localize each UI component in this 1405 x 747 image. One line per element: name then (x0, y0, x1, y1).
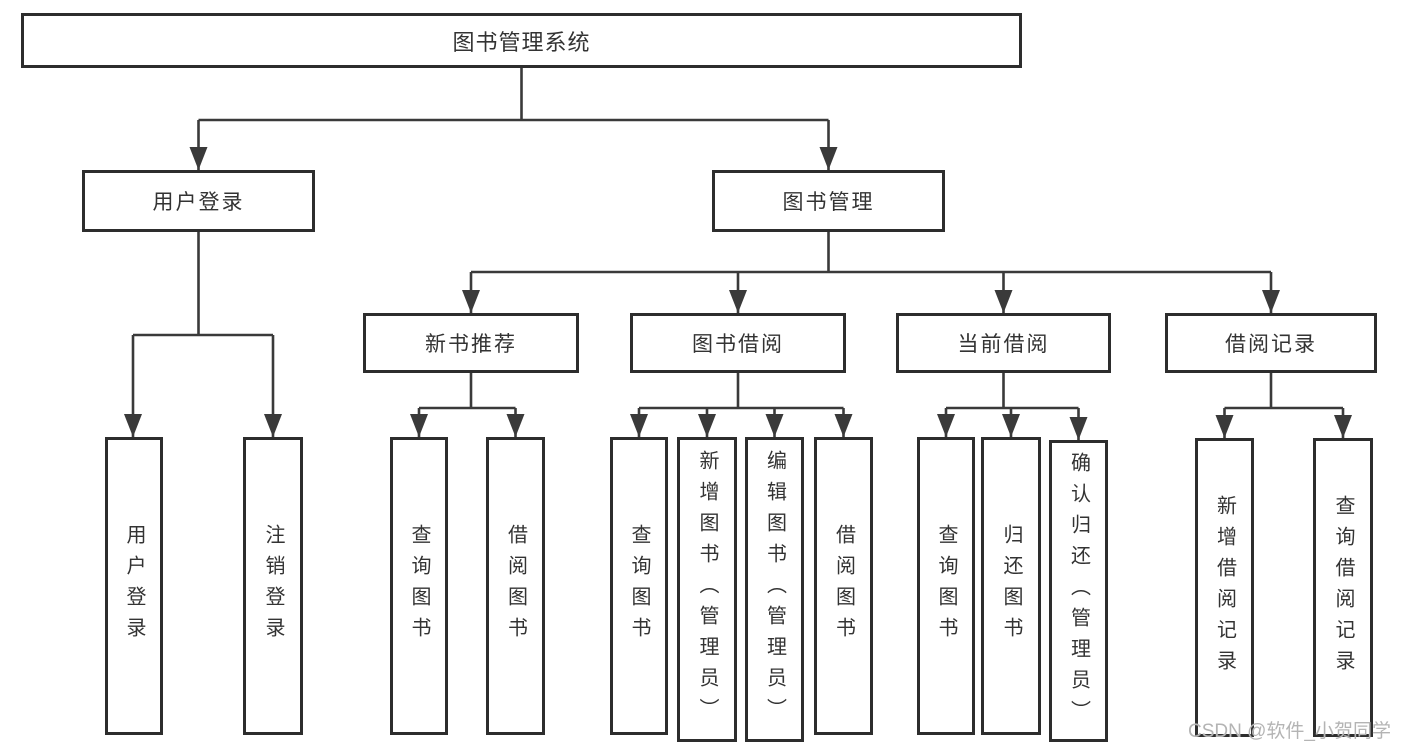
connector-book-borrow-children (630, 373, 853, 437)
leaf-user-login: 用户登录 (105, 437, 163, 735)
node-user-login: 用户登录 (82, 170, 315, 232)
leaf-borrow-books-2-label: 借阅图书 (832, 524, 855, 648)
node-book-borrowing: 图书借阅 (630, 313, 846, 373)
connector-borrow-records-children (1215, 373, 1352, 438)
connector-user-login-children (124, 232, 282, 437)
leaf-confirm-return-admin-label: 确认归还（管理员） (1067, 451, 1090, 731)
node-library-management-system: 图书管理系统 (21, 13, 1022, 68)
leaf-logout: 注销登录 (243, 437, 303, 735)
leaf-borrow-books-1: 借阅图书 (486, 437, 545, 735)
node-book-management-label: 图书管理 (782, 191, 875, 214)
leaf-query-books-2-label: 查询图书 (628, 524, 650, 648)
leaf-return-books-label: 归还图书 (1000, 524, 1022, 648)
connector-current-borrow-children (937, 373, 1088, 440)
node-borrowing-records: 借阅记录 (1165, 313, 1377, 373)
leaf-query-books-2: 查询图书 (610, 437, 668, 735)
connector-book-management-children (462, 232, 1280, 313)
node-user-login-label: 用户登录 (152, 191, 245, 214)
leaf-query-borrow-record: 查询借阅记录 (1313, 438, 1373, 737)
node-new-book-recommend-label: 新书推荐 (425, 333, 517, 356)
leaf-add-borrow-record-label: 新增借阅记录 (1213, 494, 1236, 681)
leaf-query-books-3: 查询图书 (917, 437, 975, 735)
leaf-edit-books-admin: 编辑图书（管理员） (745, 437, 804, 742)
leaf-query-books-3-label: 查询图书 (935, 524, 957, 648)
leaf-add-borrow-record: 新增借阅记录 (1195, 438, 1254, 737)
leaf-add-books-admin: 新增图书（管理员） (677, 437, 737, 742)
node-book-management: 图书管理 (712, 170, 945, 232)
connector-new-book-children (410, 373, 525, 437)
node-current-borrowing-label: 当前借阅 (957, 333, 1050, 356)
leaf-query-borrow-record-label: 查询借阅记录 (1332, 494, 1354, 681)
leaf-logout-label: 注销登录 (262, 524, 284, 648)
leaf-query-books-1-label: 查询图书 (408, 524, 430, 648)
leaf-borrow-books-2: 借阅图书 (814, 437, 873, 735)
node-library-management-system-label: 图书管理系统 (452, 29, 591, 55)
leaf-return-books: 归还图书 (981, 437, 1041, 735)
connector-root-to-level2 (189, 68, 838, 170)
leaf-query-books-1: 查询图书 (390, 437, 448, 735)
node-new-book-recommend: 新书推荐 (363, 313, 579, 373)
leaf-edit-books-admin-label: 编辑图书（管理员） (763, 450, 786, 729)
leaf-add-books-admin-label: 新增图书（管理员） (696, 450, 718, 729)
leaf-borrow-books-1-label: 借阅图书 (504, 524, 527, 648)
node-book-borrowing-label: 图书借阅 (692, 333, 784, 356)
node-borrowing-records-label: 借阅记录 (1225, 333, 1317, 356)
leaf-user-login-label: 用户登录 (123, 524, 145, 648)
leaf-confirm-return-admin: 确认归还（管理员） (1049, 440, 1108, 742)
node-current-borrowing: 当前借阅 (896, 313, 1111, 373)
watermark: CSDN @软件_小贺同学 (1188, 721, 1391, 742)
